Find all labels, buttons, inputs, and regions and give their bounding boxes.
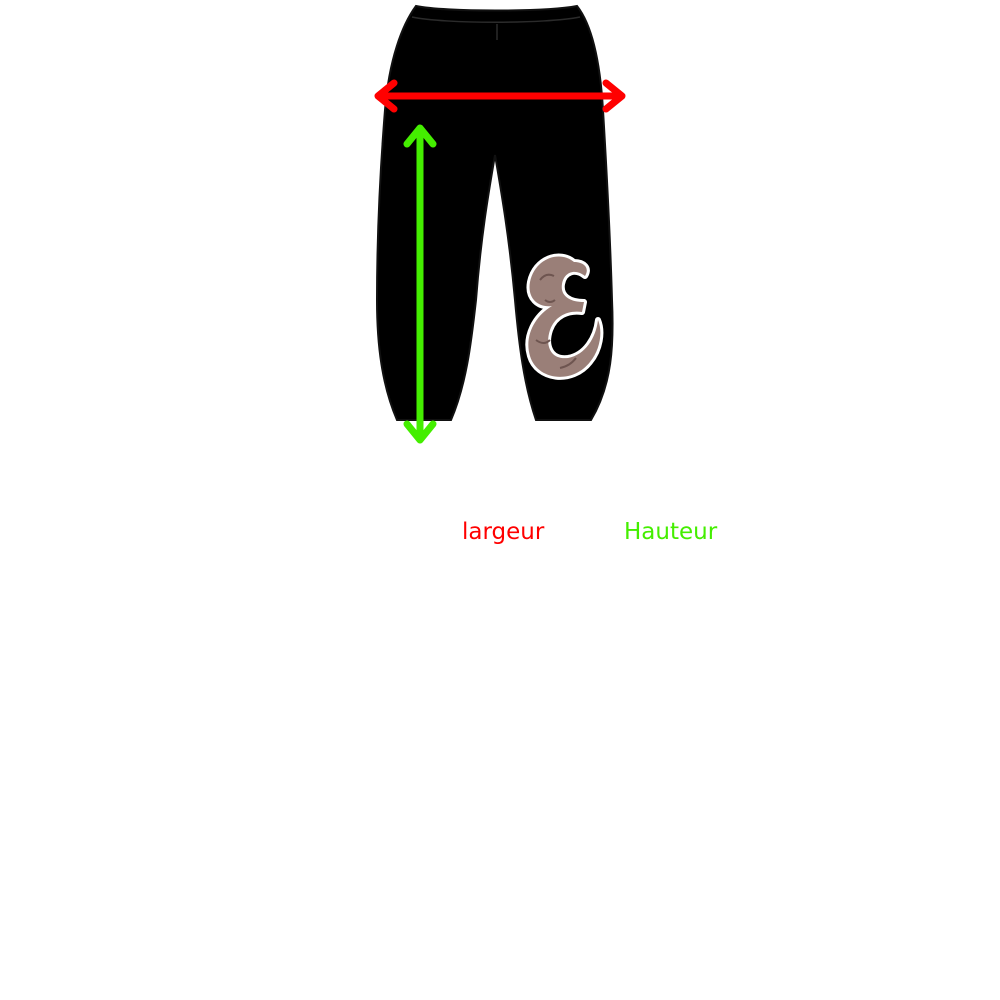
logo-texture: [535, 273, 577, 369]
height-label: Hauteur: [624, 519, 718, 545]
height-arrow-head-bottom: [403, 420, 437, 444]
waistband-seam: [411, 16, 581, 23]
height-measurement-arrow: [403, 124, 437, 444]
logo-fill: [528, 256, 601, 377]
width-arrow-head-left: [374, 79, 398, 113]
width-measurement-arrow: [374, 79, 626, 113]
height-arrow-head-top: [403, 124, 437, 148]
width-arrow-head-right: [602, 79, 626, 113]
script-e-logo: [525, 253, 604, 380]
width-label: largeur: [462, 519, 545, 545]
